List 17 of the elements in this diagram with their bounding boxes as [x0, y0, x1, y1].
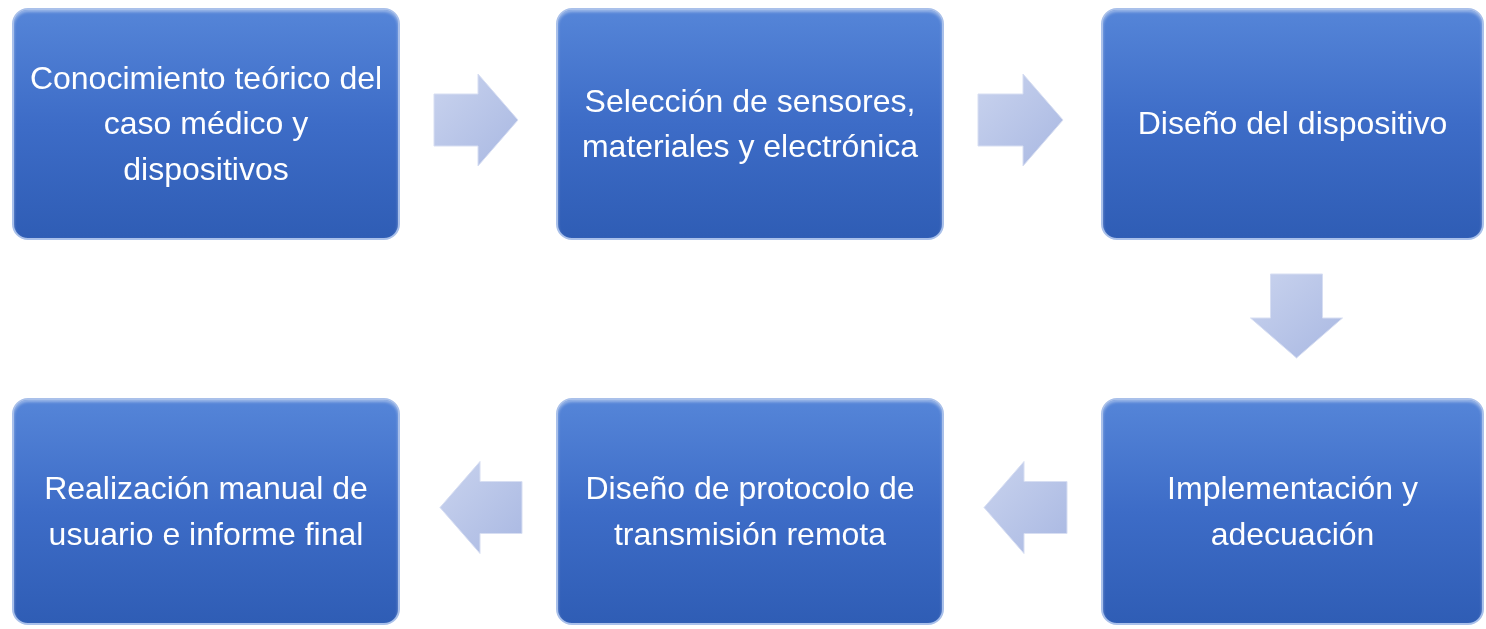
block-arrow: [1250, 273, 1343, 359]
step-text: Selección de sensores, materiales y electrónica: [580, 81, 920, 166]
block-arrow: [983, 461, 1068, 554]
step-text: Diseño de protocolo de transmisión remota: [584, 469, 916, 554]
block-arrow: [433, 73, 519, 167]
process-box: [1101, 8, 1484, 240]
process-box: [12, 398, 400, 625]
process-box: [12, 8, 400, 240]
step-text: Realización manual de usuario e informe final: [43, 469, 369, 554]
step-text: Diseño del dispositivo: [1137, 104, 1448, 144]
process-box: [1101, 398, 1484, 625]
block-arrow: [977, 73, 1064, 167]
step-text: Conocimiento teórico del caso médico y dispositivos: [28, 58, 384, 189]
block-arrow: [439, 461, 523, 554]
process-box: [556, 8, 944, 240]
process-box: [556, 398, 944, 625]
step-text: Implementación y adecuación: [1166, 469, 1419, 554]
